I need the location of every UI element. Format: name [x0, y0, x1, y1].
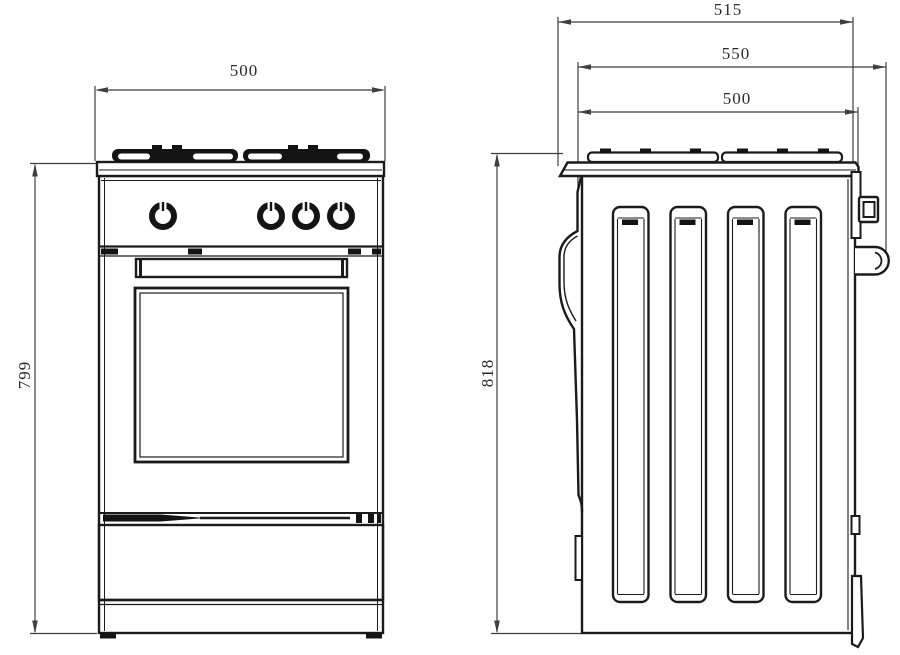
- side-depth-overall-label: 515: [713, 0, 743, 19]
- rear-lower-tab: [850, 515, 861, 535]
- slat: [669, 205, 708, 604]
- slat: [784, 205, 823, 604]
- dim-front-width: [94, 86, 386, 161]
- front-height-label: 799: [15, 360, 34, 390]
- slat: [726, 205, 765, 604]
- left-foot: [100, 632, 116, 639]
- oven-handle: [134, 257, 349, 279]
- dim-front-height: [30, 162, 97, 635]
- dimension-lines: [30, 17, 887, 635]
- slat: [611, 205, 650, 604]
- gas-inlet-pipe: [855, 245, 890, 276]
- pan-support-right: [243, 145, 370, 162]
- burner-knob: [149, 201, 177, 230]
- gas-bracket: [857, 195, 880, 224]
- side-grate-profile: [586, 148, 844, 164]
- side-door-profile: [558, 176, 584, 581]
- side-slats: [611, 205, 823, 604]
- oven-window: [133, 286, 350, 464]
- burner-knob: [292, 201, 320, 230]
- rear-bottom-bracket: [850, 574, 865, 649]
- plinth: [99, 598, 383, 606]
- front-width-label: 500: [229, 61, 259, 80]
- side-depth-max-label: 550: [721, 44, 751, 63]
- dim-side-height: [491, 152, 581, 635]
- dim-side-depth-body: [578, 107, 859, 170]
- front-view: [95, 145, 386, 639]
- side-front-foot: [574, 535, 583, 581]
- dim-side-depth-overall: [557, 17, 854, 166]
- panel-bottom-trim: [99, 245, 383, 257]
- cooktop-band: [95, 160, 386, 178]
- burner-knob: [257, 201, 285, 230]
- side-depth-body-label: 500: [722, 89, 752, 108]
- side-height-label: 818: [478, 358, 497, 388]
- pan-support-left: [112, 145, 238, 162]
- side-view: [557, 148, 890, 649]
- right-foot: [366, 632, 382, 639]
- side-cooktop: [557, 161, 860, 178]
- burner-knob: [327, 201, 355, 230]
- burner-knobs: [149, 201, 355, 230]
